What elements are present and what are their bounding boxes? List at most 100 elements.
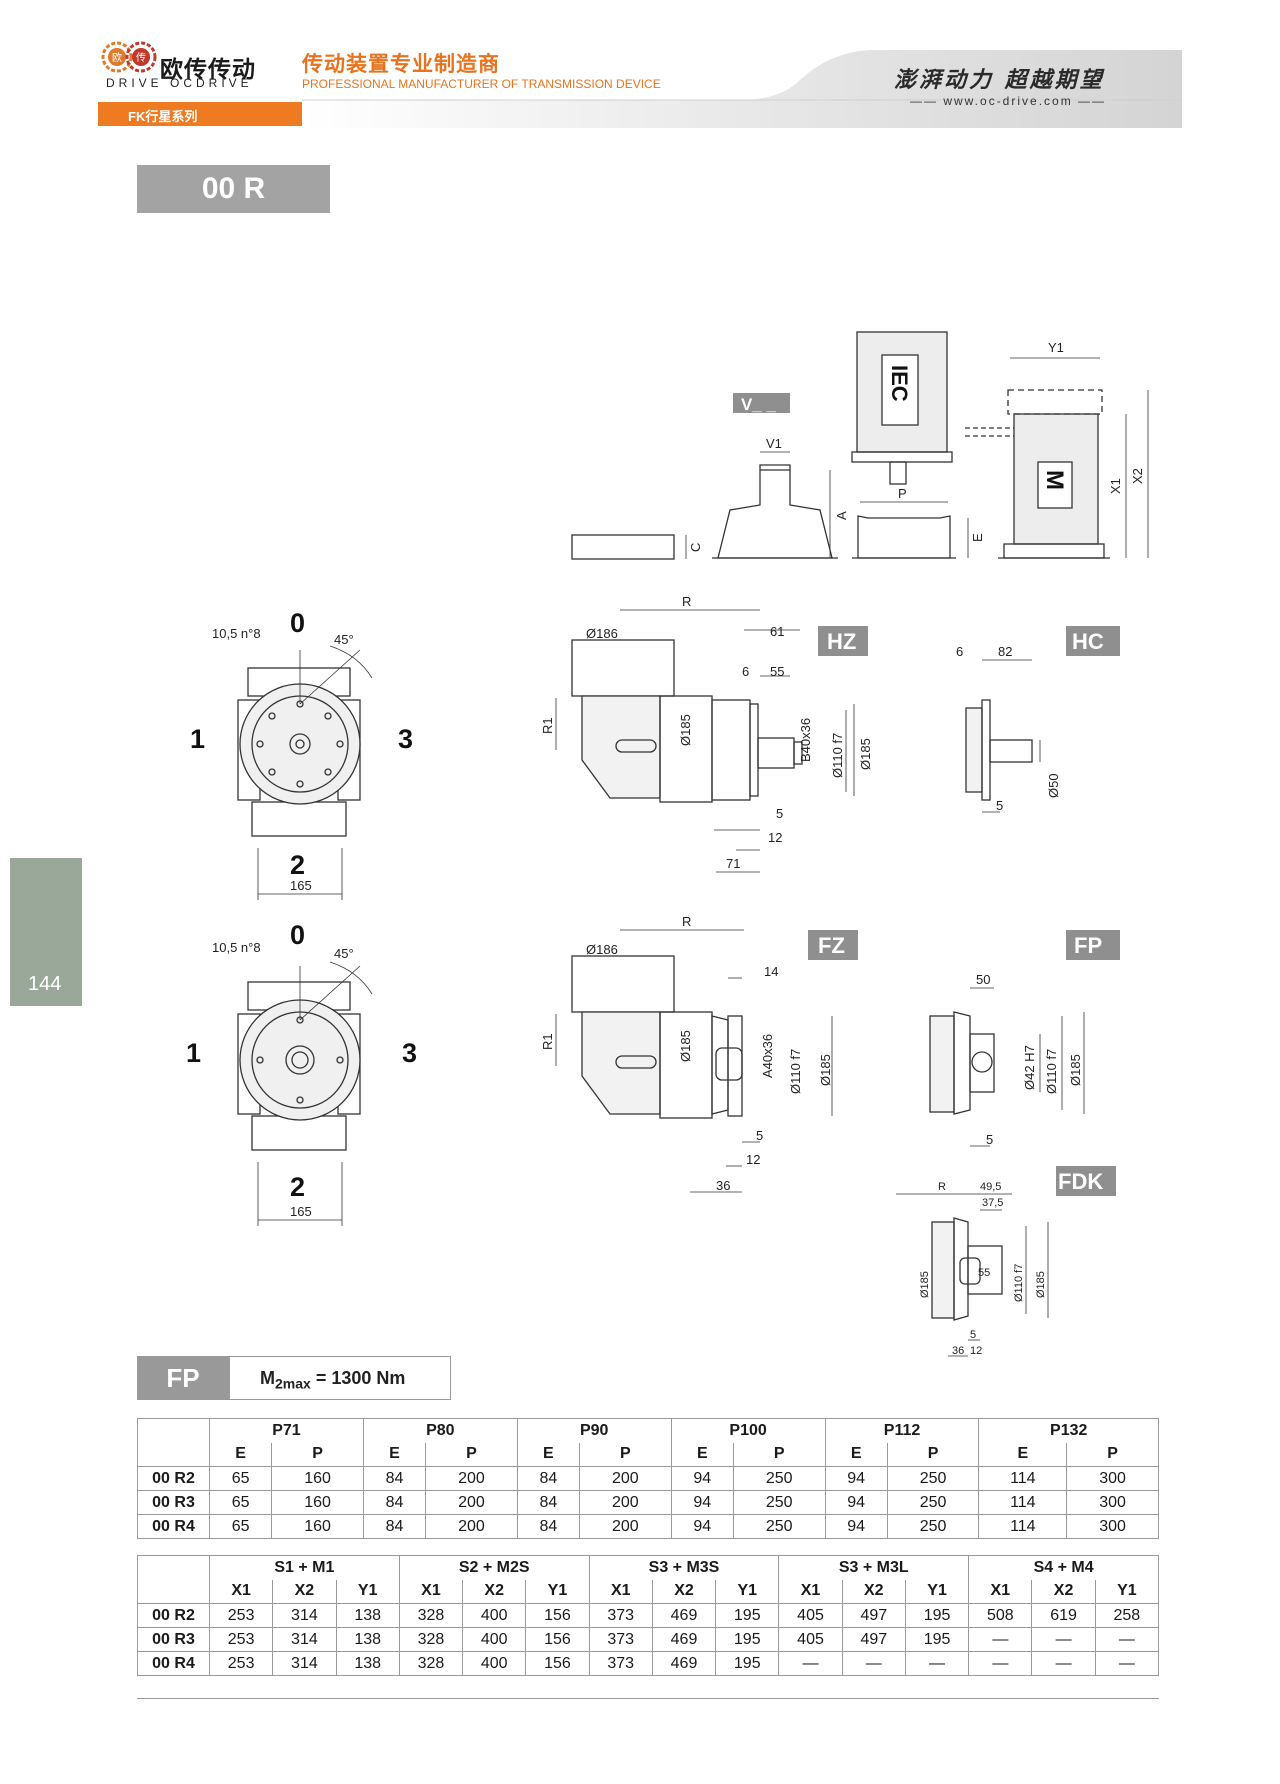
position-0-top: 0 bbox=[290, 608, 305, 638]
position-0-bottom: 0 bbox=[290, 920, 305, 950]
table-cell: 250 bbox=[886, 1490, 980, 1515]
bolt-note-bottom: 10,5 n°8 bbox=[212, 940, 261, 955]
row-label: 00 R4 bbox=[137, 1514, 210, 1539]
table1-subheader: P bbox=[578, 1442, 672, 1467]
table-cell: 469 bbox=[651, 1603, 717, 1628]
mounting-positions-bottom bbox=[237, 961, 373, 1226]
table1-group: P71 bbox=[209, 1418, 364, 1443]
fz-r: R bbox=[682, 914, 691, 929]
table-cell: 373 bbox=[588, 1627, 653, 1652]
table-cell: 160 bbox=[271, 1514, 364, 1539]
table2-subheader: X1 bbox=[588, 1579, 653, 1604]
table2-subheader: X1 bbox=[398, 1579, 464, 1604]
fz-14: 14 bbox=[764, 964, 778, 979]
table-cell: 469 bbox=[651, 1651, 717, 1676]
dim-p: P bbox=[898, 486, 907, 501]
table-cell: 250 bbox=[732, 1466, 826, 1491]
table-cell: 156 bbox=[525, 1651, 590, 1676]
table-cell: — bbox=[778, 1651, 843, 1676]
fdk-side-view bbox=[896, 1193, 1049, 1357]
fdk-5: 5 bbox=[970, 1329, 976, 1341]
table1-subheader: E bbox=[978, 1442, 1068, 1467]
width-top: 165 bbox=[290, 878, 312, 893]
table-cell: 497 bbox=[841, 1603, 906, 1628]
fz-r1: R1 bbox=[540, 1033, 555, 1050]
badge-fz: FZ bbox=[818, 933, 845, 958]
table-cell: — bbox=[1031, 1651, 1096, 1676]
row-label: 00 R3 bbox=[137, 1627, 210, 1652]
dim-a: A bbox=[834, 511, 849, 520]
table-cell: — bbox=[1094, 1627, 1160, 1652]
table-cell: 84 bbox=[516, 1490, 580, 1515]
fp-50: 50 bbox=[976, 972, 990, 987]
dim-y1: Y1 bbox=[1048, 340, 1064, 355]
table-cell: 300 bbox=[1066, 1466, 1159, 1491]
table-cell: 200 bbox=[578, 1490, 672, 1515]
table-cell: 314 bbox=[272, 1651, 337, 1676]
table-cell: 84 bbox=[362, 1466, 427, 1491]
technical-drawings: V_ _ IEC M V1 C A P E Y1 X1 X2 10,5 n°8 … bbox=[186, 331, 1149, 1357]
table1-group: P90 bbox=[516, 1418, 672, 1443]
page-number: 144 bbox=[28, 973, 62, 995]
table-cell: — bbox=[968, 1651, 1033, 1676]
table-cell: 314 bbox=[272, 1603, 337, 1628]
fz-d186: Ø186 bbox=[586, 942, 618, 957]
table-cell: — bbox=[904, 1651, 970, 1676]
fz-d185b: Ø185 bbox=[818, 1054, 833, 1086]
dim-v1: V1 bbox=[766, 436, 782, 451]
company-logo: 欧 传 bbox=[101, 41, 157, 73]
table-cell: — bbox=[841, 1651, 906, 1676]
hz-6: 6 bbox=[742, 664, 749, 679]
table2-subheader: Y1 bbox=[1094, 1579, 1160, 1604]
table-cell: 84 bbox=[362, 1514, 427, 1539]
table2-group: S4 + M4 bbox=[968, 1555, 1159, 1580]
table-cell: 195 bbox=[715, 1603, 780, 1628]
table2-subheader: X1 bbox=[778, 1579, 843, 1604]
table-cell: — bbox=[1031, 1627, 1096, 1652]
dim-x2: X2 bbox=[1130, 468, 1145, 484]
table-cell: 250 bbox=[886, 1466, 980, 1491]
table-cell: 84 bbox=[516, 1514, 580, 1539]
fz-d110: Ø110 f7 bbox=[788, 1049, 803, 1094]
badge-v: V_ _ bbox=[741, 395, 777, 414]
hz-55: 55 bbox=[770, 664, 784, 679]
table1-subheader: P bbox=[886, 1442, 980, 1467]
label-m: M bbox=[1041, 470, 1068, 490]
position-2-top: 2 bbox=[290, 850, 305, 880]
table-cell: 94 bbox=[824, 1466, 888, 1491]
table-cell: 114 bbox=[978, 1514, 1068, 1539]
table1-subheader: E bbox=[824, 1442, 888, 1467]
table-cell: 138 bbox=[335, 1603, 400, 1628]
table-cell: 373 bbox=[588, 1651, 653, 1676]
position-3-top: 3 bbox=[398, 724, 413, 754]
hc-5: 5 bbox=[996, 798, 1003, 813]
fdk-55: 55 bbox=[978, 1267, 990, 1279]
fp-d42: Ø42 H7 bbox=[1022, 1045, 1037, 1090]
hz-d186: Ø186 bbox=[586, 626, 618, 641]
table-cell: 400 bbox=[462, 1603, 527, 1628]
table2-corner bbox=[137, 1579, 210, 1604]
table2-subheader: X2 bbox=[272, 1579, 337, 1604]
table-cell: — bbox=[968, 1627, 1033, 1652]
table1-group: P112 bbox=[824, 1418, 980, 1443]
table1-subheader: P bbox=[1066, 1442, 1159, 1467]
adapter-dimensions-table: P71 P80 P90 P100 P112 P132 E P E P E P E… bbox=[137, 1418, 1159, 1539]
table-cell: 253 bbox=[208, 1603, 274, 1628]
torque-rating: M2max = 1300 Nm bbox=[229, 1356, 451, 1400]
slogan: 澎湃动力 超越期望 bbox=[894, 67, 1105, 93]
row-label: 00 R4 bbox=[137, 1651, 210, 1676]
table1-subheader: E bbox=[516, 1442, 580, 1467]
fp-d110: Ø110 f7 bbox=[1044, 1049, 1059, 1094]
position-3-bottom: 3 bbox=[402, 1038, 417, 1068]
header-band bbox=[302, 50, 1182, 128]
fp-5: 5 bbox=[986, 1132, 993, 1147]
badge-hz: HZ bbox=[827, 629, 856, 654]
table1-group: P100 bbox=[670, 1418, 826, 1443]
dim-c: C bbox=[688, 543, 703, 552]
table-cell: 373 bbox=[588, 1603, 653, 1628]
table-cell: 195 bbox=[715, 1651, 780, 1676]
motor-adapter-view bbox=[571, 331, 1149, 560]
